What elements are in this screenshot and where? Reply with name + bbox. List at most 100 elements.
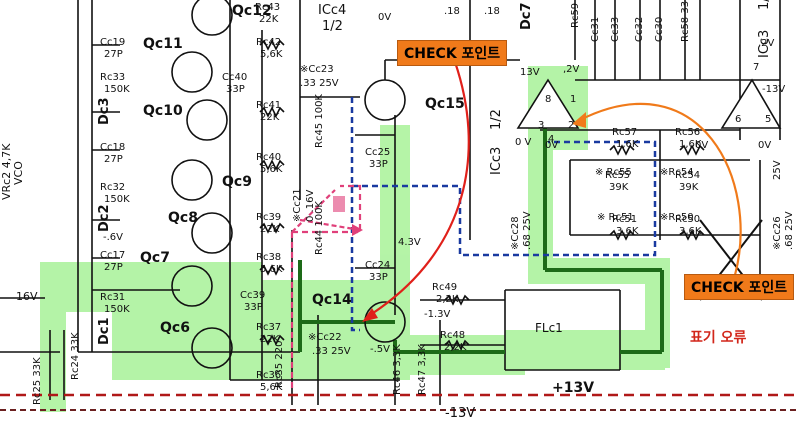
transistor-label: Qc11 xyxy=(143,36,183,52)
component-value: 27P xyxy=(104,154,123,165)
voltage-label: 0 V xyxy=(515,137,532,148)
component-value: 27P xyxy=(104,49,123,60)
component-label: Rc56 xyxy=(675,127,700,138)
dashed-regions xyxy=(290,97,657,390)
circuit-wires xyxy=(0,0,781,405)
component-label: Rc48 xyxy=(440,330,465,341)
component-label: Rc31 xyxy=(100,292,125,303)
component-label: Cc17 xyxy=(100,250,125,261)
pin-label: 8 xyxy=(545,94,551,105)
voltage-label: -.6V xyxy=(103,232,123,243)
resistor-label: ※Rc54 xyxy=(660,167,694,178)
component-value: 33P xyxy=(244,302,263,313)
component-value: 1,6K xyxy=(679,139,702,150)
component-label: Rc57 xyxy=(612,127,637,138)
component-label: Rc44 100K xyxy=(314,201,325,255)
cap-value: .68 25V xyxy=(522,211,533,250)
component-value: 1,6K xyxy=(616,139,639,150)
component-label: Rc39 xyxy=(256,212,281,223)
component-label: Rc46 3,3K xyxy=(392,344,403,395)
cap-value: .33 25V xyxy=(300,78,339,89)
pin-label: 2 xyxy=(568,120,574,131)
component-label: Rc51 xyxy=(612,214,637,225)
voltage-label: 0V xyxy=(378,12,391,23)
component-label: Rc50 xyxy=(675,214,700,225)
ic-label: 1/2 xyxy=(489,109,504,130)
signal-path-wires xyxy=(298,110,664,354)
cap-label: ※Cc21 xyxy=(292,188,303,222)
transistor-label: Qc8 xyxy=(168,210,198,226)
component-value: 22K xyxy=(259,14,279,25)
cc21-mark xyxy=(333,196,345,212)
component-label: Cc32 xyxy=(634,17,645,42)
component-label: Rc55 xyxy=(605,170,630,181)
check-point-badge-right: CHECK 포인트 xyxy=(684,274,795,300)
transistor-label: Qc7 xyxy=(140,250,170,266)
component-value: 3,6K xyxy=(616,226,639,237)
diode-label: Dc3 xyxy=(97,97,112,125)
voltage-label: .18 xyxy=(444,6,460,17)
voltage-label: ,2V xyxy=(563,64,580,75)
transistor-label: Qc10 xyxy=(143,103,183,119)
component-value: 2,2K xyxy=(436,294,459,305)
component-value: 2,2K xyxy=(444,342,467,353)
voltage-label: 4.3V xyxy=(398,237,421,248)
cap-label: ※Cc28 xyxy=(510,216,521,250)
component-label: Rc38 xyxy=(256,252,281,263)
component-label: Rc41 xyxy=(256,100,281,111)
component-label: Cc18 xyxy=(100,142,125,153)
component-value: 33P xyxy=(369,272,388,283)
ic-label: FLc1 xyxy=(535,321,563,335)
component-label: Rc37 xyxy=(256,322,281,333)
ic-label: 1/2 xyxy=(322,19,343,34)
annotation-arrows xyxy=(291,61,742,322)
component-value: 22K xyxy=(260,334,280,345)
vr-label: VRc2 4,7K xyxy=(0,143,13,200)
cap-label: ※Cc22 xyxy=(308,332,342,343)
cap-label: ※Cc26 xyxy=(772,216,783,250)
voltage-label: 25V xyxy=(772,160,783,180)
voltage-label: 16V xyxy=(16,290,38,303)
voltage-label: 13V xyxy=(520,67,540,78)
component-label: Cc30 xyxy=(654,17,665,42)
pin-label: 4 xyxy=(548,134,554,145)
transistor-symbols xyxy=(171,0,782,369)
pin-label: 7 xyxy=(753,62,759,73)
component-value: 33P xyxy=(226,84,245,95)
voltage-label: 0V xyxy=(758,140,771,151)
signal-path-highlight xyxy=(40,66,670,412)
pin-label: 3 xyxy=(538,120,544,131)
component-label: Rc49 xyxy=(432,282,457,293)
component-value: 39K xyxy=(679,182,699,193)
cap-value: .33 25V xyxy=(312,346,351,357)
component-label: Cc19 xyxy=(100,37,125,48)
voltage-label: 0V xyxy=(695,140,708,151)
voltage-label: ,2V xyxy=(758,38,775,49)
ic-label: ICc4 xyxy=(318,3,346,18)
component-value: 22K xyxy=(260,224,280,235)
component-label: Rc58 33 xyxy=(680,1,691,42)
transistor-label: Qc14 xyxy=(312,292,352,308)
voltage-label: -1.3V xyxy=(424,309,451,320)
component-value: 3,6K xyxy=(679,226,702,237)
cap-value: 0 .16V xyxy=(305,190,316,222)
ic-label: 1/2 xyxy=(757,0,772,10)
diode-label: Dc7 xyxy=(519,2,534,30)
component-label: Rc36 xyxy=(256,370,281,381)
component-label: Rc45 100K xyxy=(314,94,325,148)
component-label: Rc42 xyxy=(256,37,281,48)
component-value: 150K xyxy=(104,84,130,95)
cap-label: ※Cc23 xyxy=(300,64,334,75)
component-label: Cc33 xyxy=(610,17,621,42)
component-label: Cc24 xyxy=(365,260,390,271)
component-value: 22K xyxy=(260,112,280,123)
ic-label: ICc3 xyxy=(489,147,504,175)
rail-pos-label: +13V xyxy=(552,380,594,396)
component-label: Rc24 33K xyxy=(70,332,81,380)
component-value: 33P xyxy=(369,159,388,170)
pin-label: 5 xyxy=(765,114,771,125)
component-label: Cc39 xyxy=(240,290,265,301)
component-value: 150K xyxy=(104,194,130,205)
